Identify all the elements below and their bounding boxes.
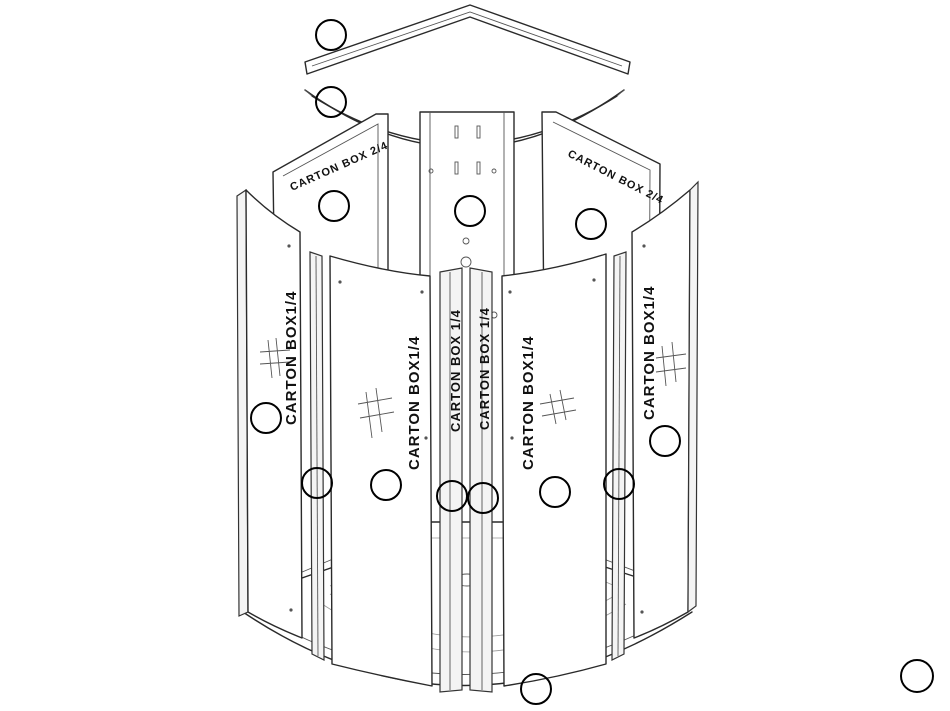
label-carton-box-1-4-inner-right: CARTON BOX1/4 xyxy=(520,336,537,470)
back-center-column xyxy=(420,112,514,522)
inner-right-sliding-door: CARTON BOX1/4 xyxy=(502,254,606,686)
roof-cap xyxy=(305,5,630,74)
left-frame-post xyxy=(310,252,324,660)
callout-circle xyxy=(316,87,346,117)
outer-left-fixed-panel: CARTON BOX1/4 xyxy=(237,190,302,638)
label-carton-box-1-4-center-left: CARTON BOX 1/4 xyxy=(448,309,463,432)
right-frame-post xyxy=(612,252,626,660)
callout-circle xyxy=(316,20,346,50)
label-carton-box-1-4-inner-left: CARTON BOX1/4 xyxy=(406,336,423,470)
outer-right-fixed-panel: CARTON BOX1/4 xyxy=(632,182,698,638)
label-carton-box-1-4-outer-right: CARTON BOX1/4 xyxy=(641,286,658,420)
callout-circle xyxy=(901,660,933,692)
label-carton-box-1-4-outer-left: CARTON BOX1/4 xyxy=(283,291,300,425)
label-carton-box-1-4-center-right: CARTON BOX 1/4 xyxy=(477,307,492,430)
